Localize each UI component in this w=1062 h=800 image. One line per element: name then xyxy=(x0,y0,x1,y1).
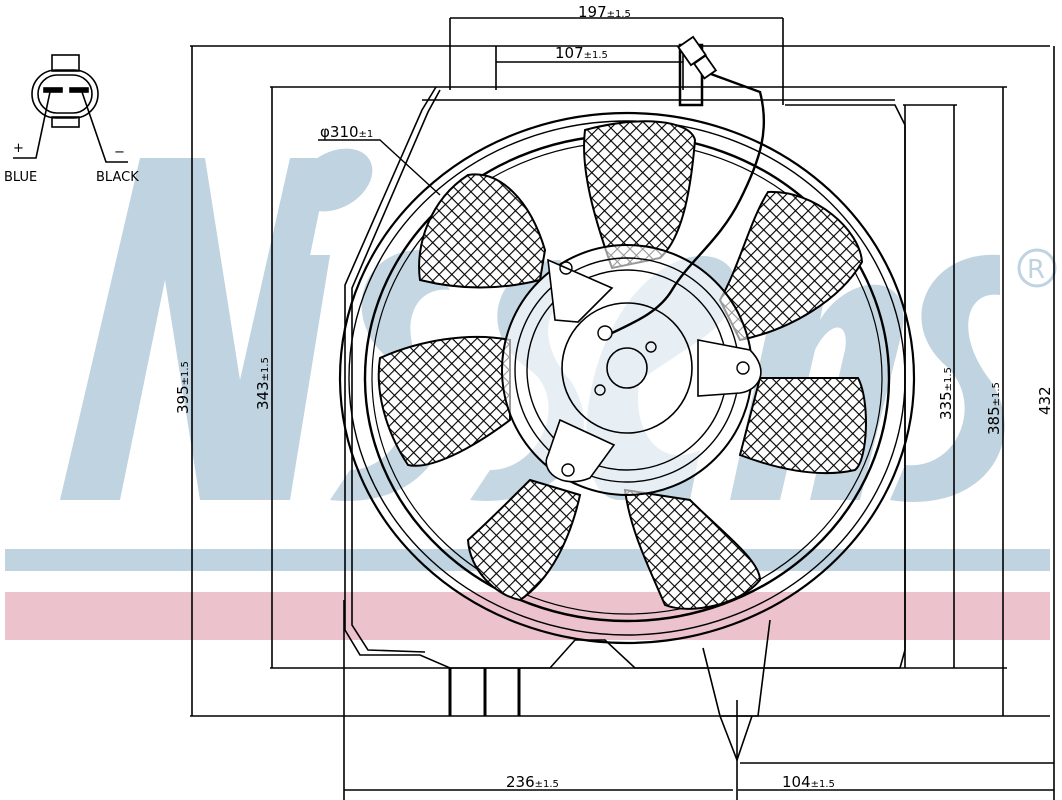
connector-pin-right xyxy=(69,87,89,93)
diameter-leader-line xyxy=(318,139,441,196)
dim-107-top-inner: 107±1.5 xyxy=(555,44,608,62)
minus-lead-line xyxy=(81,91,128,163)
fan-blades xyxy=(377,120,867,610)
dim-343-left-inner: 343±1.5 xyxy=(254,357,272,410)
dim-236-bottom-left: 236±1.5 xyxy=(506,773,559,791)
dim-197-top-overall: 197±1.5 xyxy=(578,3,631,21)
fan-blade xyxy=(623,488,762,610)
plus-lead-line xyxy=(13,91,51,159)
minus-symbol: − xyxy=(114,145,125,160)
black-wire-label: BLACK xyxy=(96,170,139,185)
fan-motor-hub xyxy=(501,68,766,496)
housing-connector xyxy=(677,35,718,80)
dim-432-right-overall: 432 xyxy=(1036,386,1054,415)
fan-blade xyxy=(583,120,697,270)
fan-blade xyxy=(738,377,867,475)
dim-395-left-outer: 395±1.5 xyxy=(174,361,192,414)
fan-blade xyxy=(718,190,864,342)
registered-mark-icon xyxy=(1017,248,1057,288)
watermark-letter-s3 xyxy=(890,254,1005,502)
mount-tab xyxy=(547,258,614,323)
watermark-stripe-pink xyxy=(5,592,1050,640)
connector-pin-left xyxy=(43,87,63,93)
mount-tab xyxy=(697,339,762,397)
plus-symbol: + xyxy=(13,141,24,156)
connector-pinout xyxy=(13,54,128,163)
wire-harness xyxy=(611,68,766,335)
registered-mark-letter: R xyxy=(1027,255,1045,285)
connector-latch xyxy=(51,54,80,72)
watermark-letter-i-dot xyxy=(297,148,373,212)
watermark-letter-i xyxy=(240,255,330,500)
dim-335-right-inner: 335±1.5 xyxy=(937,367,955,420)
fan-blade xyxy=(418,173,547,289)
connector-body-outer xyxy=(31,69,99,119)
dim-385-right-mid: 385±1.5 xyxy=(985,382,1003,435)
dim-104-bottom-right: 104±1.5 xyxy=(782,773,835,791)
fan-blade xyxy=(377,335,511,467)
connector-key xyxy=(51,116,80,128)
dim-fan-diameter: φ310±1 xyxy=(320,123,373,141)
blue-wire-label: BLUE xyxy=(4,170,37,185)
fan-blade xyxy=(466,478,582,602)
connector-body-inner xyxy=(37,74,93,114)
